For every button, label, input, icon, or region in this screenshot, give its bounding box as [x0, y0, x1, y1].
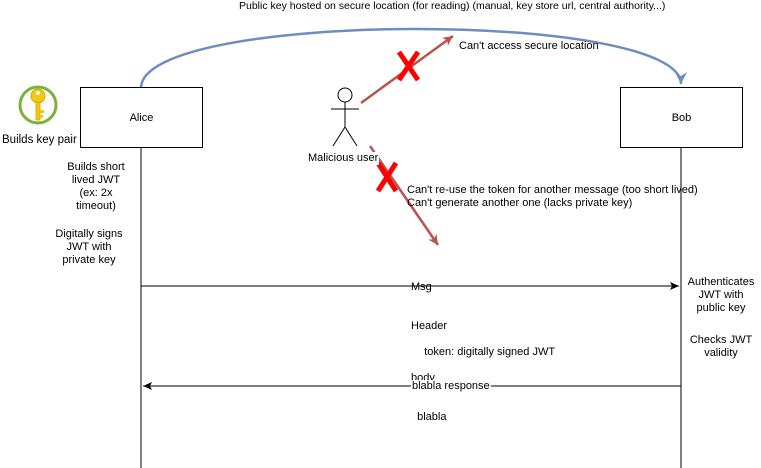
bob-auth-note: Authenticates JWT with public key: [683, 276, 759, 315]
note-line: Digitally signs: [55, 228, 123, 240]
alice-sign-note: Digitally signs JWT with private key: [34, 228, 144, 267]
alice-label: Alice: [129, 111, 154, 124]
note-line: JWT with: [66, 241, 112, 253]
msg-line: blabla: [411, 411, 447, 423]
bob-box: Bob: [620, 87, 743, 148]
malicious-user-figure: [331, 87, 359, 147]
top-note: Public key hosted on secure location (fo…: [239, 0, 666, 12]
msg-line: token: digitally signed JWT: [417, 346, 557, 359]
note-line: (ex: 2x: [79, 187, 113, 199]
key-icon: [18, 85, 58, 125]
msg-line: Header: [411, 320, 448, 332]
attack-arrow-message: [368, 145, 440, 246]
note-line: Authenticates: [687, 276, 755, 288]
note-line: JWT with: [698, 289, 744, 301]
note-line: validity: [704, 347, 738, 359]
alice-box: Alice: [80, 87, 203, 148]
note-line: lived JWT: [71, 174, 121, 186]
cant-access-note: Can't access secure location: [459, 40, 599, 52]
malicious-user-label: Malicious user: [307, 152, 380, 165]
alice-jwt-note: Builds short lived JWT (ex: 2x timeout): [46, 161, 146, 213]
bob-label: Bob: [671, 111, 692, 124]
bob-checks-note: Checks JWT validity: [683, 334, 759, 360]
note-line: public key: [696, 302, 746, 314]
key-pair-label: Builds key pair: [1, 134, 78, 147]
note-line: Can't re-use the token for another messa…: [407, 184, 698, 196]
msg-line: Msg: [411, 281, 432, 293]
public-key-arc: [139, 27, 687, 89]
note-line: timeout): [76, 200, 116, 212]
cross-icon: [375, 161, 399, 193]
cross-icon: [396, 50, 421, 82]
note-line: Builds short: [67, 161, 125, 173]
message-content: Msg Header token: digitally signed JWT b…: [411, 255, 557, 437]
note-line: private key: [62, 254, 116, 266]
note-line: Checks JWT: [689, 334, 753, 346]
response-label: blabla response: [411, 380, 491, 393]
note-line: Can't generate another one (lacks privat…: [407, 197, 633, 209]
reuse-note: Can't re-use the token for another messa…: [407, 184, 698, 210]
